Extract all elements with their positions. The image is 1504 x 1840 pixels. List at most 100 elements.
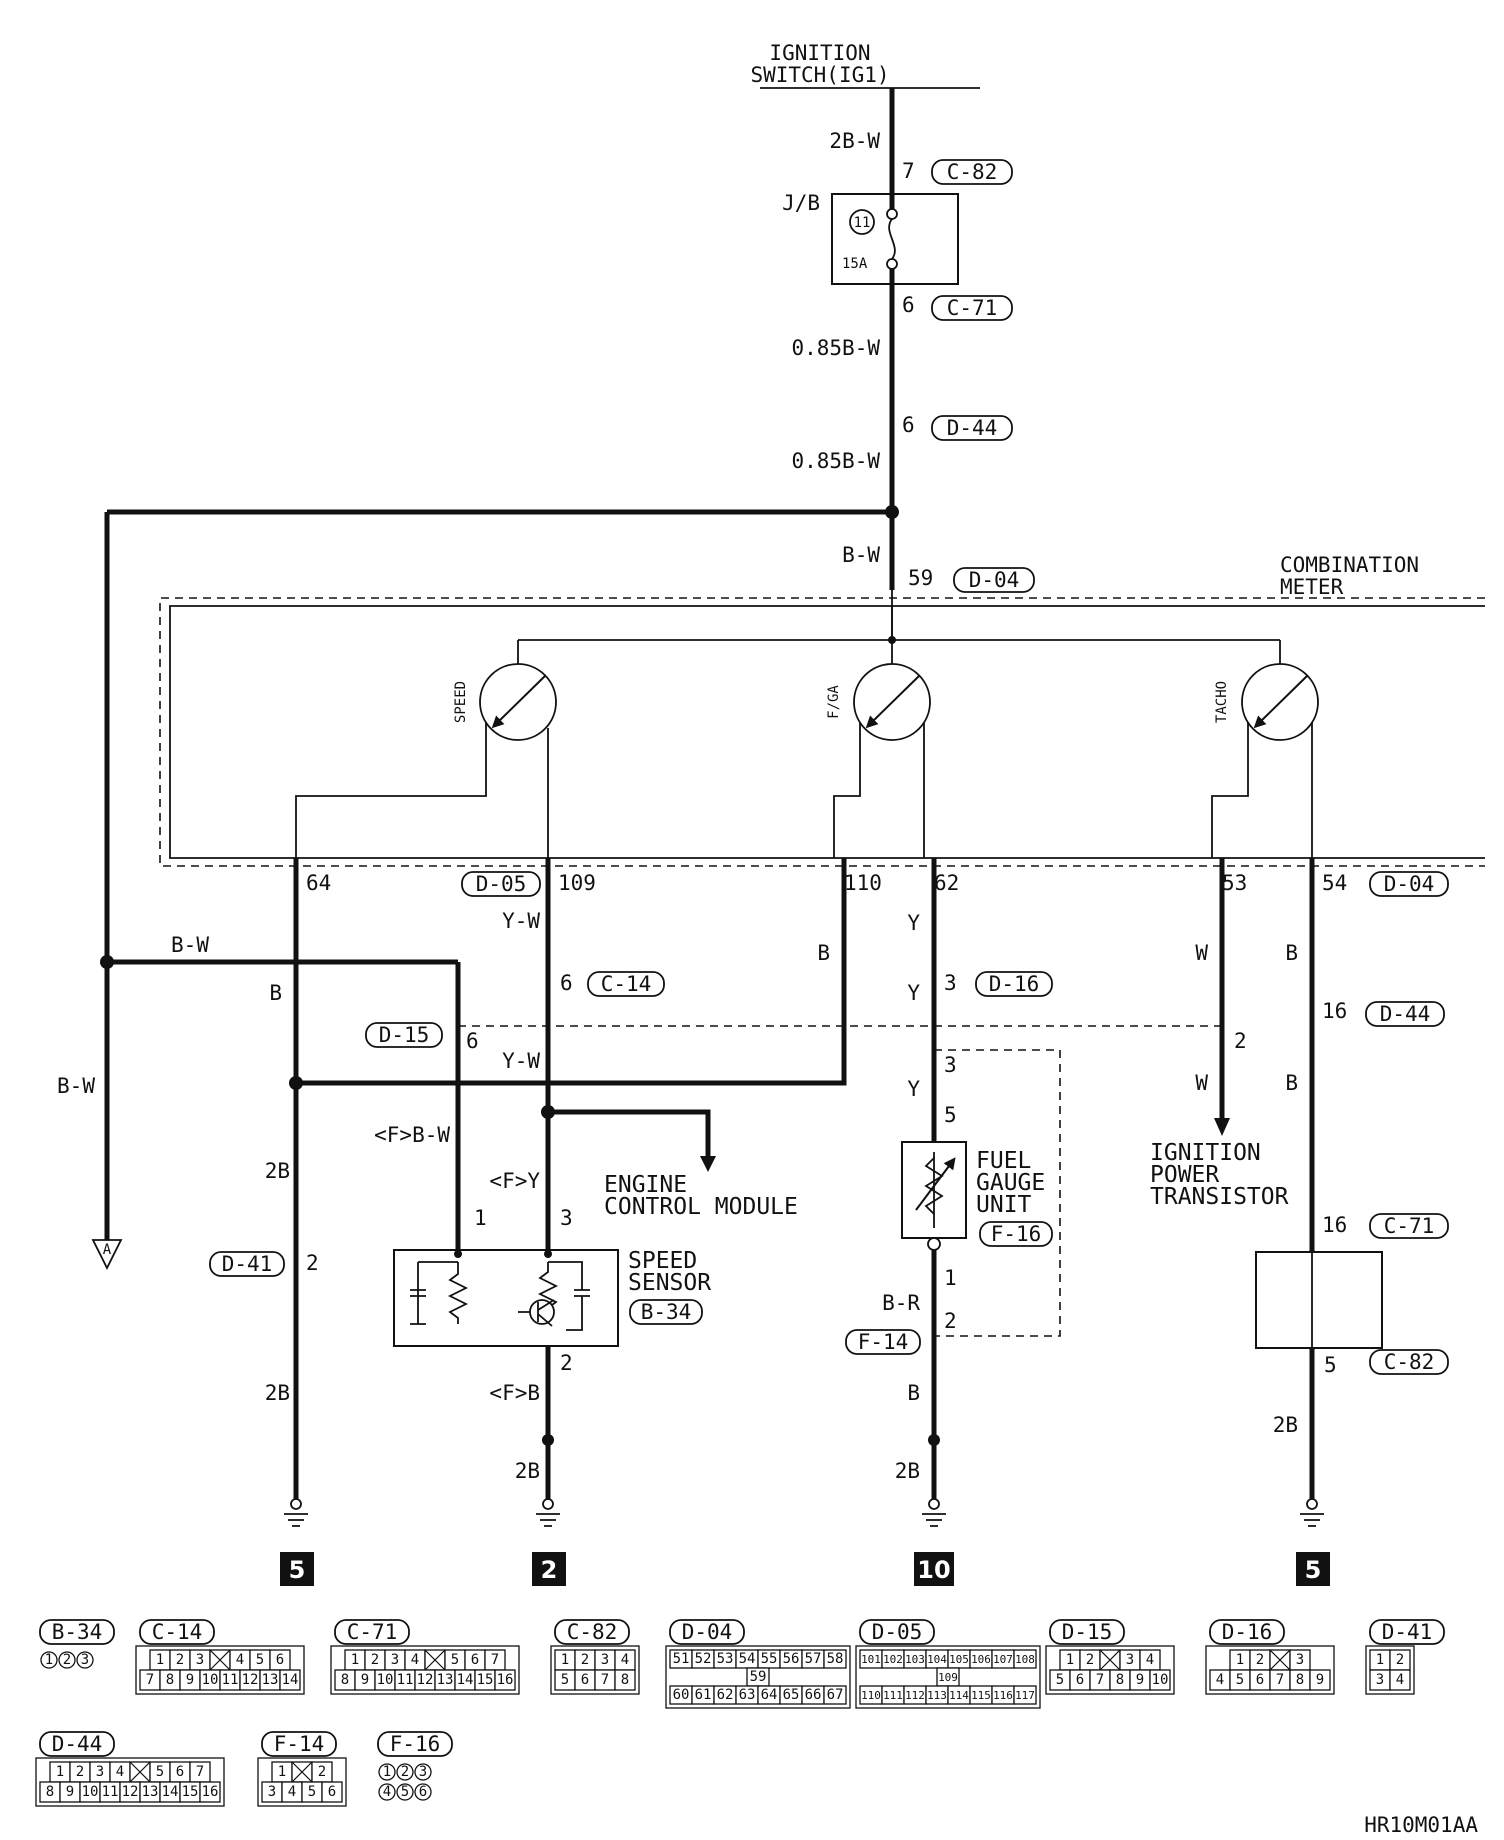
connector-pin: 67 xyxy=(827,1687,844,1703)
pin-53: 53 xyxy=(1222,871,1247,895)
svg-text:D-15: D-15 xyxy=(379,1023,430,1047)
wire-62 xyxy=(901,858,1061,1500)
connector-pin: 10 xyxy=(202,1672,219,1688)
connector-pin: 6 xyxy=(176,1764,184,1780)
pin-c71-right: 16 xyxy=(1322,1213,1347,1237)
wire-color-b-110: B xyxy=(817,941,830,965)
conn-tag-d44-right: D-44 xyxy=(1365,1001,1445,1027)
ecm-label-1: ENGINE xyxy=(604,1172,687,1198)
connector-pin: 8 xyxy=(166,1672,174,1688)
connector-pin: 58 xyxy=(827,1651,844,1667)
svg-text:D-44: D-44 xyxy=(947,416,998,440)
connector-pin: 5 xyxy=(451,1652,459,1668)
wire-color-w-1: W xyxy=(1195,941,1208,965)
connector-pin: 12 xyxy=(122,1784,139,1800)
connector-pin: 101 xyxy=(861,1653,881,1666)
wire-bw-branch xyxy=(100,955,461,1250)
connector-pin: 1 xyxy=(1376,1652,1384,1668)
ipt-label-1: IGNITION xyxy=(1150,1140,1261,1166)
connector-pin: 5 xyxy=(308,1784,316,1800)
connector-pin: 9 xyxy=(1316,1672,1324,1688)
connector-pin: 6 xyxy=(1076,1672,1084,1688)
fuel-gauge-unit: FUEL GAUGE UNIT F-16 xyxy=(976,1148,1053,1247)
wire-color-y-2: Y xyxy=(907,981,920,1005)
connector-pin: 112 xyxy=(905,1689,925,1702)
connector-pin: 4 xyxy=(411,1652,419,1668)
pin-109: 109 xyxy=(558,871,596,895)
connector-pin: 3 xyxy=(96,1764,104,1780)
connector-pin: 4 xyxy=(1396,1672,1404,1688)
fuse-number-circle xyxy=(849,209,875,235)
pin-54: 54 xyxy=(1322,871,1347,895)
wire-2b-g4: 2B xyxy=(1273,1413,1298,1437)
ground-symbols xyxy=(284,1498,1324,1527)
connector-pin: 2 xyxy=(371,1652,379,1668)
connector-pin: 3 xyxy=(1296,1652,1304,1668)
connector-pin: 64 xyxy=(761,1687,778,1703)
pin-c14: 6 xyxy=(560,971,573,995)
wire-yw-1: Y-W xyxy=(502,909,540,933)
connector-pin: 9 xyxy=(361,1672,369,1688)
connector-pin: 3 xyxy=(391,1652,399,1668)
connector-pin: 7 xyxy=(196,1764,204,1780)
connector-pin: 13 xyxy=(142,1784,159,1800)
connector-pin: 5 xyxy=(1056,1672,1064,1688)
wire-fbw: <F>B-W xyxy=(374,1123,450,1147)
combination-meter-label-1: COMBINATION xyxy=(1280,553,1419,577)
connector-pin: 15 xyxy=(477,1672,494,1688)
connector-pin: 16 xyxy=(202,1784,219,1800)
connector-pin: 62 xyxy=(717,1687,734,1703)
conn-tag-d05: D-05 xyxy=(461,871,541,897)
connector-pin: 109 xyxy=(938,1671,958,1684)
ground-symbol-1 xyxy=(284,1498,308,1527)
ignition-switch-label-1: IGNITION xyxy=(769,41,870,65)
svg-text:D-04: D-04 xyxy=(969,568,1020,592)
engine-control-module: ENGINE CONTROL MODULE xyxy=(604,1172,798,1220)
connector-pin: 65 xyxy=(783,1687,800,1703)
svg-text:10: 10 xyxy=(917,1556,950,1584)
connector-pin: 4 xyxy=(1146,1652,1154,1668)
connector-pin: 5 xyxy=(401,1784,409,1800)
svg-text:D-04: D-04 xyxy=(1384,872,1435,896)
connector-pin: 51 xyxy=(673,1651,690,1667)
ipt-label-3: TRANSISTOR xyxy=(1150,1184,1289,1210)
connector-pin: 59 xyxy=(750,1669,767,1685)
wire-2b-g1b: 2B xyxy=(265,1381,290,1405)
wire-085bw-1: 0.85B-W xyxy=(791,336,880,360)
offpage-ref-label: A xyxy=(103,1242,112,1258)
svg-text:D-44: D-44 xyxy=(1380,1002,1431,1026)
connector-pin: 2 xyxy=(581,1652,589,1668)
gauge-speed-label: SPEED xyxy=(453,681,469,723)
speed-gauge: SPEED xyxy=(295,663,557,858)
connector-pin: 2 xyxy=(176,1652,184,1668)
connector-pin: 105 xyxy=(949,1653,969,1666)
fuel-unit-label-1: FUEL xyxy=(976,1148,1031,1174)
wire-110 xyxy=(296,858,847,1086)
pin-d04-top: 59 xyxy=(908,566,933,590)
connector-pin: 3 xyxy=(1126,1652,1134,1668)
ground-symbol-2 xyxy=(536,1498,560,1527)
jb-label: J/B xyxy=(782,191,820,215)
connector-pin: 60 xyxy=(673,1687,690,1703)
wire-2b-g3: 2B xyxy=(895,1459,920,1483)
connector-pin: 56 xyxy=(783,1651,800,1667)
connector-tag-label: D-41 xyxy=(1382,1620,1433,1644)
connector-pin: 1 xyxy=(45,1652,53,1668)
tacho-gauge: TACHO xyxy=(1211,663,1319,858)
ipt-label-2: POWER xyxy=(1150,1162,1219,1188)
connector-pin: 106 xyxy=(971,1653,991,1666)
connector-pin: 4 xyxy=(621,1652,629,1668)
svg-text:C-14: C-14 xyxy=(601,972,652,996)
connector-pin: 115 xyxy=(971,1689,991,1702)
combination-meter: COMBINATION METER SPEED F/GA xyxy=(159,553,1485,867)
conn-tag-c82-top: C-82 xyxy=(931,159,1013,185)
connector-pin: 7 xyxy=(1276,1672,1284,1688)
wire-yw-2: Y-W xyxy=(502,1049,540,1073)
